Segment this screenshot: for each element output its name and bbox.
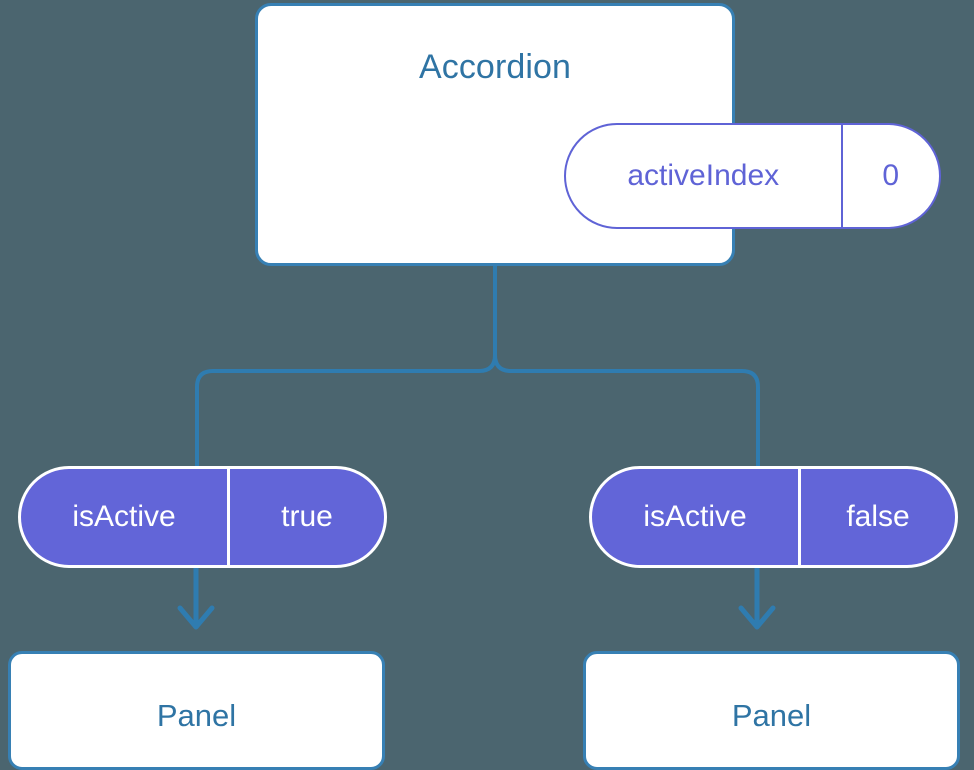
connector-trunk-split: [195, 264, 497, 468]
accordion-title: Accordion: [418, 48, 572, 86]
state-pill-value: 0: [882, 159, 900, 192]
prop-pill-key: isActive: [21, 469, 230, 565]
panel-title: Panel: [156, 698, 237, 733]
state-pill-active-index[interactable]: activeIndex 0: [564, 123, 941, 229]
prop-pill-value: false: [846, 500, 910, 533]
connector-trunk-split-right: [493, 264, 760, 468]
arrow-left-pill-to-panel: [177, 565, 215, 630]
panel-component-card-right[interactable]: Panel: [583, 651, 960, 770]
state-pill-key: activeIndex: [566, 125, 843, 227]
accordion-component-card[interactable]: Accordion activeIndex 0: [255, 3, 941, 266]
panel-title: Panel: [731, 698, 812, 733]
prop-pill-is-active-false[interactable]: isActive false: [589, 466, 958, 568]
arrow-right-pill-to-panel: [738, 565, 776, 630]
panel-component-card-left[interactable]: Panel: [8, 651, 385, 770]
prop-pill-key: isActive: [592, 469, 801, 565]
prop-pill-is-active-true[interactable]: isActive true: [18, 466, 387, 568]
prop-pill-value: true: [281, 500, 333, 533]
